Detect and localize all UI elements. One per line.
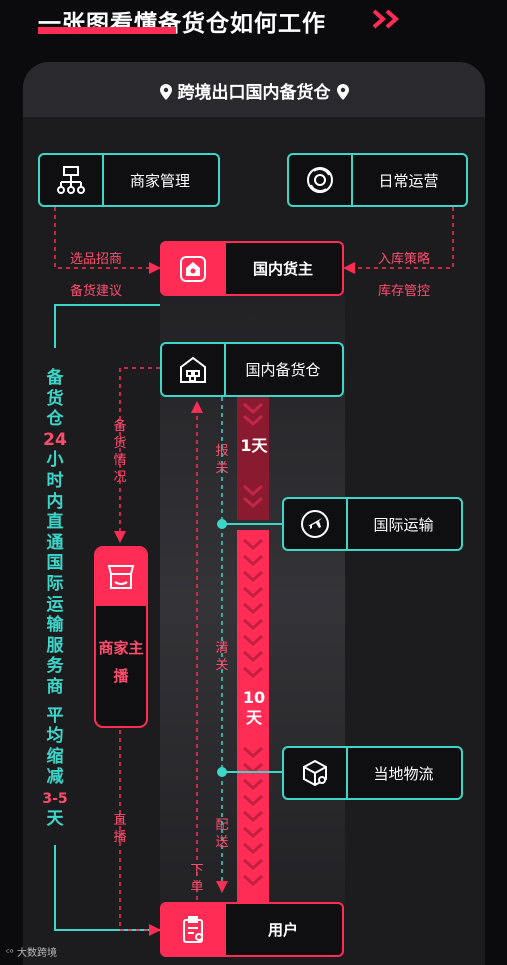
- stock-advice-label: 备货建议: [70, 284, 123, 299]
- day10-label: 10天: [242, 688, 266, 727]
- chevron-down-icon: [243, 570, 263, 583]
- chevron-down-icon: [243, 618, 263, 631]
- warehouse-icon: [180, 356, 206, 383]
- chevron-down-icon: [243, 554, 263, 567]
- chevron-down-icon: [243, 778, 263, 791]
- domestic-seller-node: 国内货主: [160, 241, 344, 296]
- local-logistics-label: 当地物流: [373, 764, 434, 783]
- merchant-host-label: 商家主播: [98, 639, 144, 685]
- house-icon: [180, 255, 206, 282]
- intl-shipping-node: 国际运输: [282, 497, 463, 551]
- chevron-down-icon: [243, 602, 263, 615]
- watermark-text: 大数跨境: [17, 948, 58, 959]
- chevron-down-icon: [243, 826, 263, 839]
- side-note-part3: 平均缩减: [46, 705, 64, 788]
- daily-operations-node: 日常运营: [287, 153, 468, 207]
- side-note-part4: 天: [46, 809, 64, 830]
- merchant-management-label: 商家管理: [129, 171, 190, 190]
- customs-declaration-label: 报关: [215, 444, 229, 476]
- stock-status-label: 备货情况: [113, 419, 127, 485]
- chevron-down-icon: [243, 858, 263, 871]
- chevron-down-icon: [243, 666, 263, 679]
- domestic-seller-label: 国内货主: [252, 260, 313, 278]
- user-node: 用户: [160, 902, 344, 957]
- watermark-logo-icon: ᶜᵒ: [6, 948, 14, 959]
- shop-icon: [107, 565, 135, 589]
- panel-title: 跨境出口国内备货仓: [23, 78, 485, 103]
- chevron-down-icon: [243, 810, 263, 823]
- side-note-number-24: 24: [43, 429, 67, 450]
- side-note-number-range: 3-5: [42, 790, 68, 807]
- panel-header: [23, 62, 485, 117]
- chevron-down-icon: [243, 794, 263, 807]
- order-label: 下单: [190, 863, 204, 895]
- chevron-down-icon: [243, 842, 263, 855]
- merchant-management-node: 商家管理: [38, 153, 220, 207]
- title-underline: [38, 27, 176, 34]
- user-label: 用户: [267, 921, 298, 939]
- package-icon: [303, 759, 327, 787]
- clipboard-icon: [183, 915, 203, 943]
- location-pin-icon: [336, 84, 349, 100]
- panel-title-text: 跨境出口国内备货仓: [177, 83, 331, 103]
- inventory-control-label: 库存管控: [378, 284, 431, 299]
- chevron-down-icon: [243, 538, 263, 551]
- selection-label: 选品招商: [70, 252, 123, 267]
- org-chart-icon: [57, 166, 85, 194]
- warehouse-node: 国内备货仓: [160, 342, 344, 397]
- delivery-label: 配送: [215, 818, 229, 850]
- warehouse-label: 国内备货仓: [245, 361, 321, 379]
- customs-clearance-label: 清关: [215, 641, 229, 673]
- double-chevron-icon: [372, 9, 400, 29]
- chevron-down-icon: [243, 634, 263, 647]
- watermark: ᶜᵒ 大数跨境: [6, 944, 57, 959]
- chevron-down-icon: [243, 650, 263, 663]
- day1-label: 1天: [240, 436, 268, 455]
- gear-cycle-icon: [307, 167, 333, 193]
- chevron-down-icon: [243, 874, 263, 887]
- chevron-down-icon: [243, 586, 263, 599]
- daily-operations-label: 日常运营: [378, 171, 439, 190]
- side-note-part1: 备货仓: [46, 368, 64, 430]
- chevron-down-icon: [243, 746, 263, 759]
- livestream-label: 直播: [113, 813, 127, 845]
- local-logistics-node: 当地物流: [282, 746, 463, 800]
- merchant-host-node: 商家主播: [94, 546, 148, 728]
- location-pin-icon: [159, 84, 172, 100]
- intl-shipping-label: 国际运输: [373, 515, 434, 534]
- airplane-icon: [301, 510, 329, 538]
- side-note-part2: 小时内直通国际运输服务商: [46, 450, 64, 697]
- inbound-strategy-label: 入库策略: [378, 252, 431, 267]
- side-note: 备货仓 24 小时内直通国际运输服务商 平均缩减 3-5 天: [40, 368, 70, 830]
